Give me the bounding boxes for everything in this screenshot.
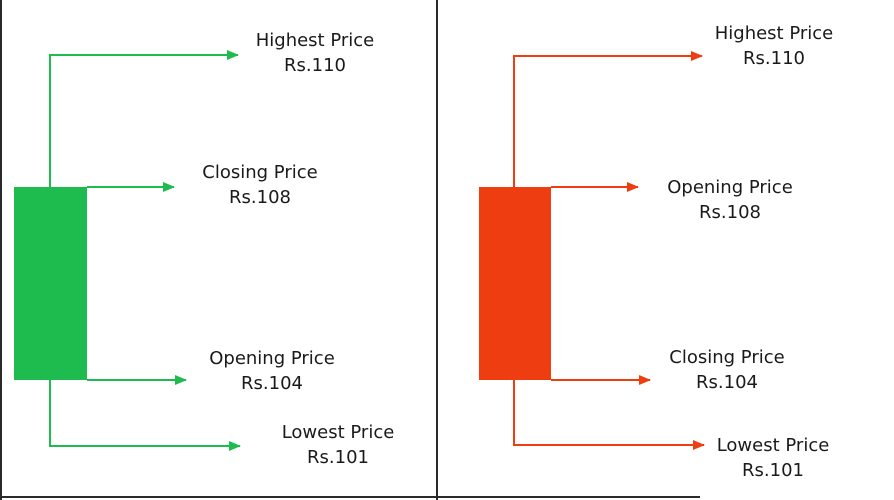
left-opening-title: Opening Price — [209, 348, 335, 369]
right-opening-label: Opening Price Rs.108 — [645, 175, 815, 225]
right-highest-value: Rs.110 — [743, 48, 805, 69]
frame-bottom-border — [0, 496, 700, 498]
left-highest-title: Highest Price — [255, 30, 375, 51]
frame-left-border — [0, 0, 2, 500]
left-highest-label: Highest Price Rs.110 — [230, 28, 400, 78]
bullish-lower-wick-arrow — [49, 380, 241, 451]
right-opening-title: Opening Price — [667, 177, 793, 198]
left-closing-title: Closing Price — [202, 162, 318, 183]
left-opening-value: Rs.104 — [241, 373, 303, 394]
right-lowest-label: Lowest Price Rs.101 — [688, 433, 858, 483]
left-lowest-value: Rs.101 — [307, 447, 369, 468]
frame-divider — [436, 0, 438, 500]
left-closing-label: Closing Price Rs.108 — [175, 160, 345, 210]
bullish-upper-wick-arrow — [49, 50, 239, 187]
right-highest-title: Highest Price — [714, 23, 834, 44]
left-lowest-label: Lowest Price Rs.101 — [253, 420, 423, 470]
right-closing-title: Closing Price — [669, 347, 785, 368]
right-lowest-value: Rs.101 — [742, 460, 804, 481]
bearish-candle — [479, 51, 705, 450]
left-highest-value: Rs.110 — [284, 55, 346, 76]
bearish-lower-wick-arrow — [513, 380, 705, 450]
right-closing-label: Closing Price Rs.104 — [642, 345, 812, 395]
bearish-candle-body — [479, 187, 551, 380]
left-closing-value: Rs.108 — [229, 187, 291, 208]
left-opening-label: Opening Price Rs.104 — [187, 346, 357, 396]
bearish-upper-wick-arrow — [513, 51, 703, 187]
bullish-candle-body — [14, 187, 87, 380]
bullish-candle — [14, 50, 241, 451]
right-highest-label: Highest Price Rs.110 — [689, 21, 859, 71]
left-lowest-title: Lowest Price — [281, 422, 395, 443]
right-lowest-title: Lowest Price — [716, 435, 830, 456]
right-closing-value: Rs.104 — [696, 372, 758, 393]
right-opening-value: Rs.108 — [699, 202, 761, 223]
